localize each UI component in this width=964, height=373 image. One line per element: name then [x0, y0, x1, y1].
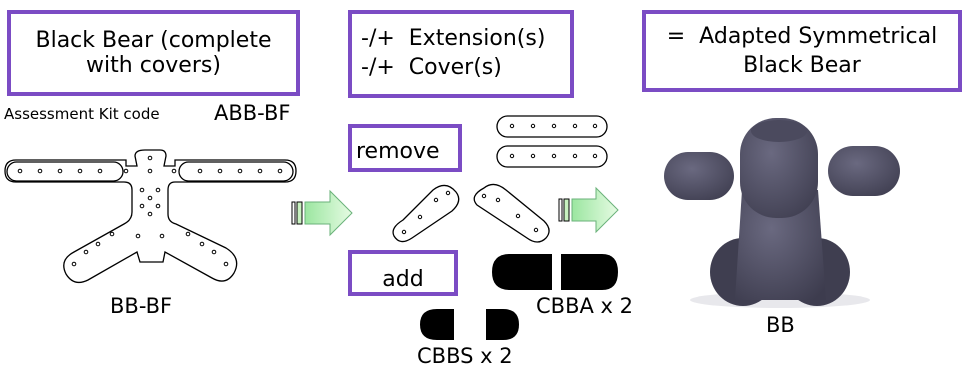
- bb-bf-holes: [17, 155, 283, 267]
- kit-code: ABB-BF: [214, 101, 291, 125]
- base-part-label: BB-BF: [110, 294, 173, 318]
- cover-cbba: [492, 254, 618, 290]
- extension-holes: [401, 123, 598, 235]
- product-line-2: with covers): [86, 53, 221, 78]
- product-line-1: Black Bear (complete: [35, 28, 272, 53]
- cover-cbbs: [420, 309, 519, 340]
- result-line-2: Black Bear: [743, 53, 861, 78]
- arrow-right-2: [558, 186, 619, 234]
- result-line-1: = Adapted Symmetrical: [666, 24, 938, 49]
- add-box: add: [348, 250, 458, 296]
- cover-cbbs-label: CBBS x 2: [417, 344, 513, 368]
- result-box: = Adapted Symmetrical Black Bear: [642, 10, 962, 92]
- product-box: Black Bear (complete with covers): [7, 10, 300, 96]
- arrow-right-1: [291, 189, 353, 237]
- add-label: add: [382, 267, 424, 292]
- modifications-line-2: -/+ Cover(s): [361, 55, 502, 80]
- modifications-line-1: -/+ Extension(s): [361, 26, 546, 51]
- remove-box: remove: [348, 124, 462, 172]
- cover-cbba-label: CBBA x 2: [536, 294, 633, 318]
- remove-label: remove: [356, 139, 440, 164]
- modifications-box: -/+ Extension(s) -/+ Cover(s): [348, 10, 574, 98]
- result-part-label: BB: [766, 313, 795, 337]
- kit-label: Assessment Kit code: [4, 105, 160, 123]
- adapted-bear-image: [664, 118, 900, 308]
